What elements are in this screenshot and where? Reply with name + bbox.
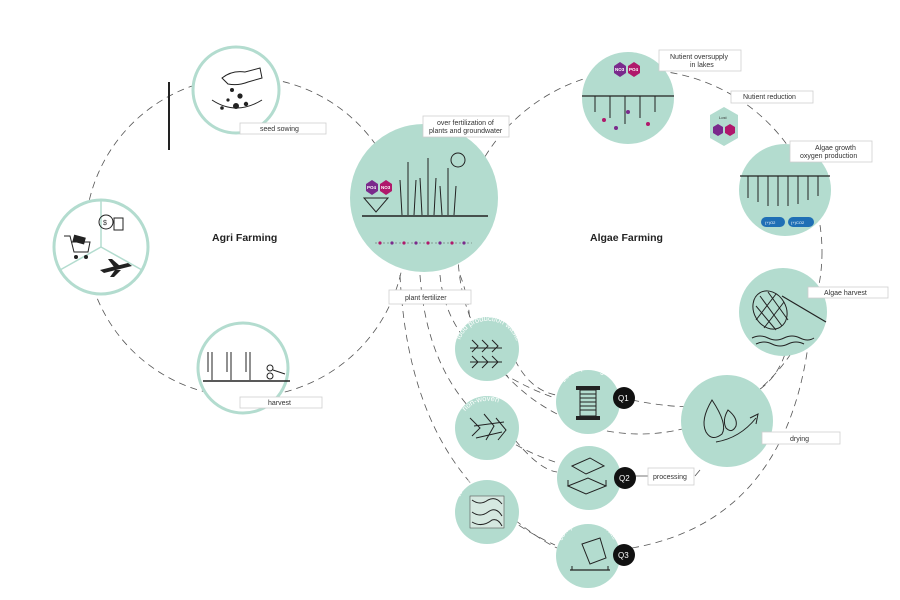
label-seed-sowing: seed sowing [260, 126, 299, 133]
market-circle: $ [52, 198, 150, 296]
label-processing: processing [653, 474, 687, 481]
connector-q1 [514, 359, 557, 396]
label-algae-harvest: Algae harvest [824, 290, 867, 297]
algae-harvest-circle: Algae harvest [739, 268, 889, 356]
heading-agri-farming: Agri Farming [212, 232, 277, 244]
heading-algae-farming: Algae Farming [590, 232, 663, 244]
seed-sowing-circle: seed sowing [191, 45, 327, 135]
algae-strands-icon [594, 96, 656, 130]
connector-nonwoven [419, 274, 556, 463]
connector-q2 [514, 439, 558, 473]
textile-hipplexus-circle: textile-hipplexus [454, 471, 519, 544]
label-algae-growth-line1: Algae growth [815, 145, 856, 152]
label-drying: drying [790, 436, 809, 443]
food-production-waste-circle: food production waste [454, 314, 523, 381]
label-harvest: harvest [268, 400, 291, 407]
svg-text:PO4: PO4 [367, 185, 377, 190]
scoop-circle: scoop Q2 [557, 436, 636, 510]
badge-q3 [613, 544, 635, 566]
label-plant-fertilizer: plant fertilizer [405, 295, 447, 302]
badge-q2-label: Q2 [619, 474, 630, 483]
nutrient-reduction-hexagon: Lost Nutient reduction [710, 90, 814, 146]
woven-texture-icon [470, 339, 502, 369]
compost-bag-icon [570, 537, 610, 571]
svg-text:PO4: PO4 [629, 67, 639, 72]
badge-q1-label: Q1 [618, 394, 629, 403]
wheat-scissors-icon [203, 352, 290, 382]
harvest-circle: harvest [196, 321, 323, 415]
sun-icon [450, 152, 466, 168]
label-algae-growth-line2: oxygen production [800, 153, 857, 160]
connector-q3 [514, 519, 558, 549]
svg-text:NO3: NO3 [381, 185, 391, 190]
connector-textile [399, 274, 556, 546]
svg-text:(+)O2: (+)O2 [765, 220, 776, 225]
drying-circle: drying [681, 375, 841, 467]
zero-spinning-circle: zero spinning Q1 [556, 363, 635, 434]
groundwater-dots [375, 241, 472, 245]
badge-q3-label: Q3 [618, 551, 629, 560]
label-nutient-reduction: Nutient reduction [743, 94, 796, 101]
svg-text:(+)CO2: (+)CO2 [791, 220, 805, 225]
net-icon [751, 290, 827, 347]
nonwoven-texture-icon [469, 413, 507, 441]
scoop-icon [566, 457, 608, 495]
label-over-fertilization-line2: plants and groundwater [429, 128, 503, 135]
non-woven-circle: non-woven [455, 394, 519, 460]
algae-roots-icon [747, 176, 819, 206]
connector-q3-drying [631, 329, 811, 549]
co2-pill [788, 217, 814, 227]
label-nutient-oversupply-line1: Nutient oversupply [670, 54, 728, 61]
nutrient-oversupply-circle: NO3 PO4 Nutient oversupply in lakes [582, 49, 742, 144]
svg-text:NO3: NO3 [615, 67, 625, 72]
svg-text:Lost: Lost [719, 115, 727, 120]
hand-seed-icon [211, 67, 263, 110]
airplane-icon [100, 259, 132, 277]
spool-icon [576, 386, 600, 420]
shopping-cart-icon [64, 234, 91, 259]
algae-growth-circle: (+)O2 (+)CO2 Algae growth oxygen product… [739, 140, 873, 236]
svg-text:$: $ [103, 220, 107, 227]
badge-q1 [613, 387, 635, 409]
drops-icon [703, 399, 759, 443]
oxygen-pill [761, 217, 785, 227]
badge-q2 [614, 467, 636, 489]
over-fertilization-circle: PO4 NO3 over fertilization of plants and… [350, 115, 510, 272]
money-bag-icon: $ [98, 214, 124, 231]
wheat-plants-icon [399, 158, 457, 216]
label-nutient-oversupply-line2: in lakes [690, 62, 714, 69]
fertilizer-funnel-icon: PO4 NO3 [362, 180, 392, 213]
label-over-fertilization-line1: over fertilization of [437, 120, 494, 127]
